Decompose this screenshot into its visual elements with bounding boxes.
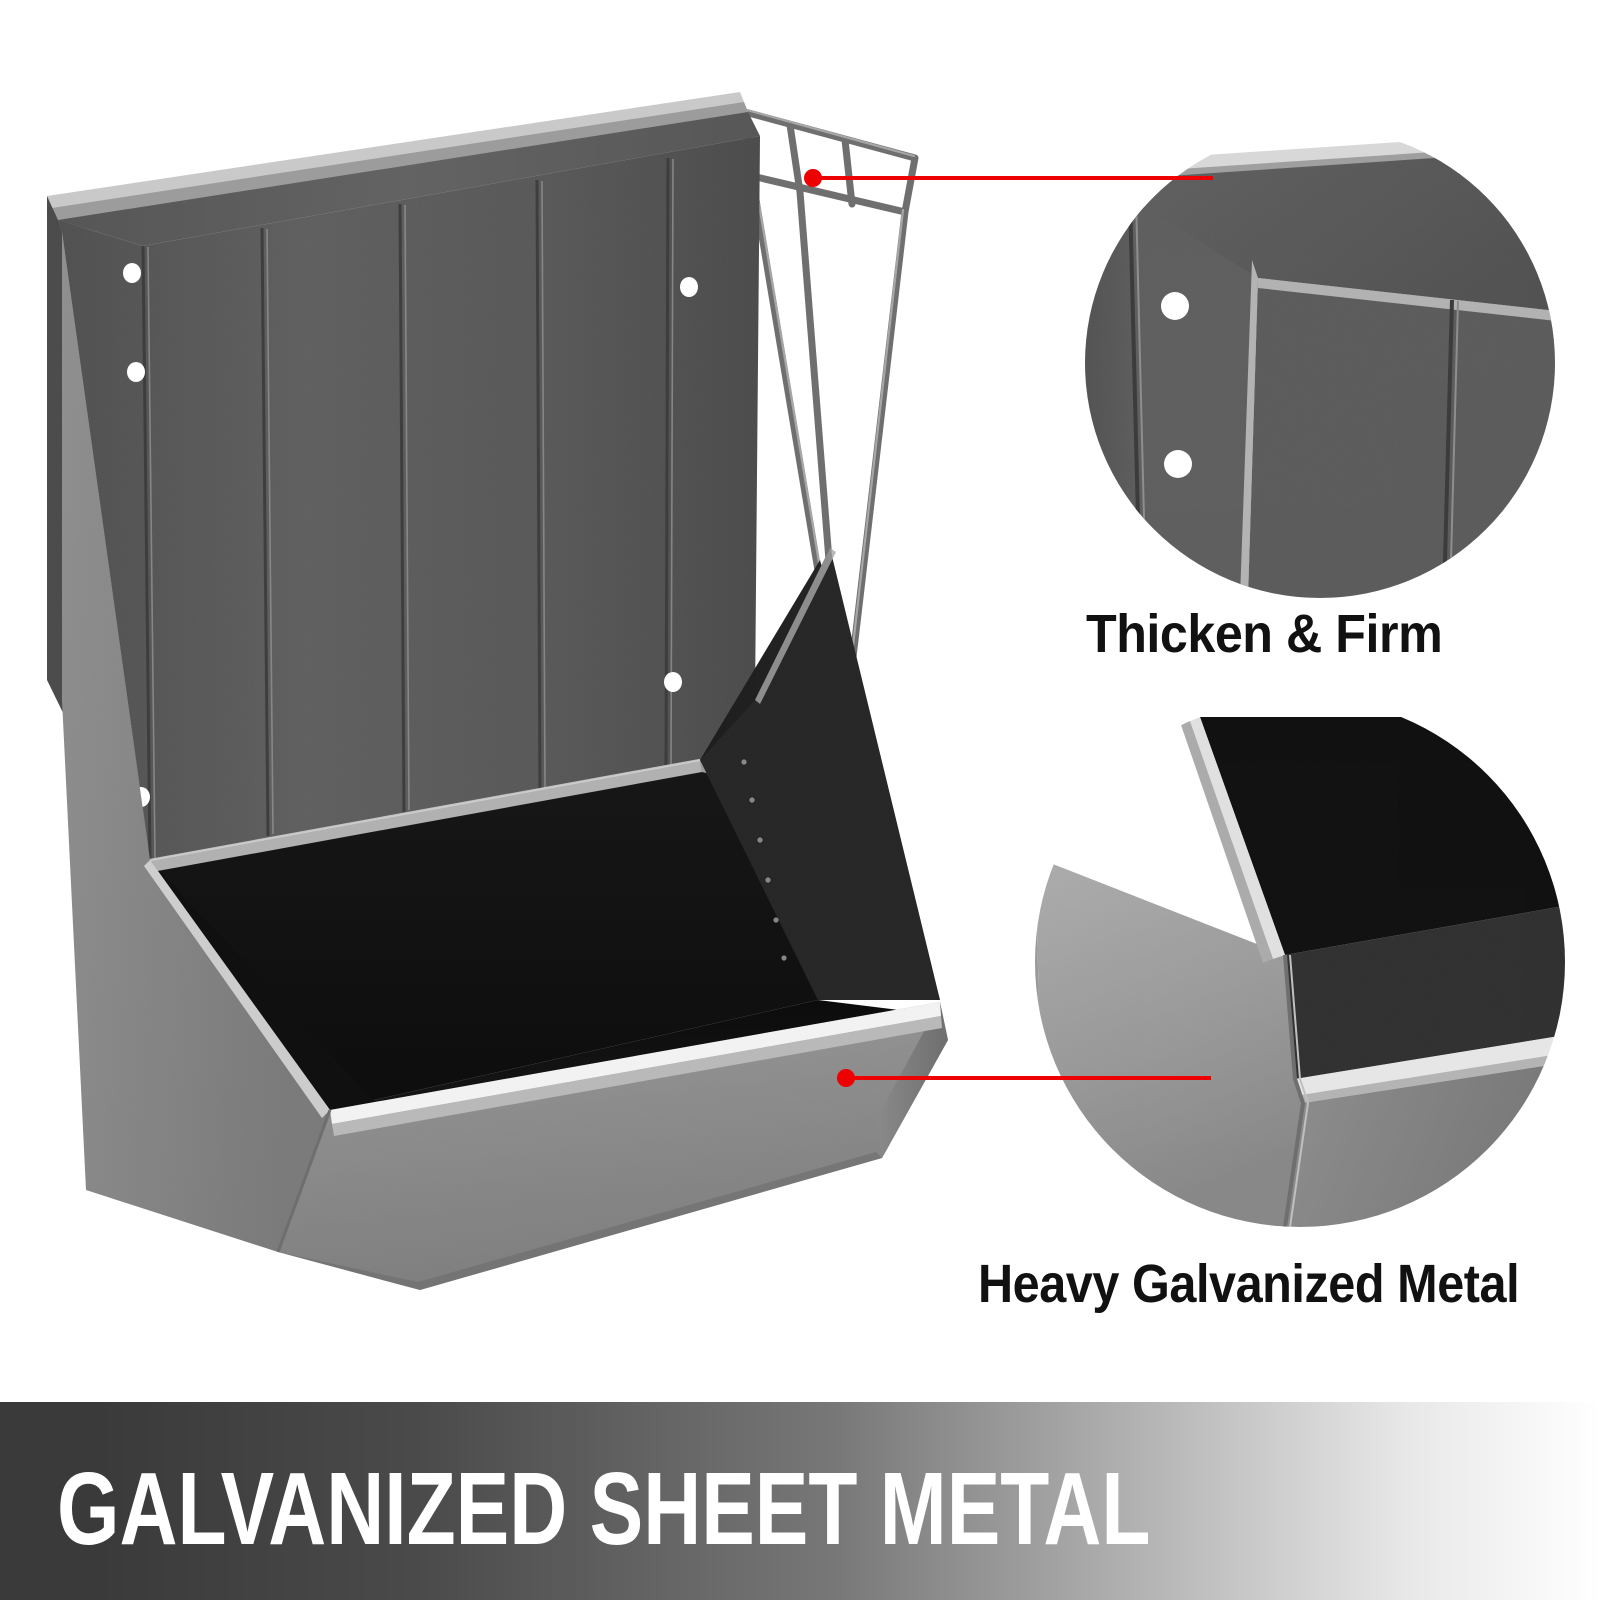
mounting-hole [1164,450,1192,478]
product-illustration [47,92,948,1290]
trough-exterior [62,232,948,1290]
mounting-hole [664,672,682,692]
leader-line [813,176,1213,180]
back-panel-ribs-highlight [147,158,674,859]
mounting-hole [1161,292,1189,320]
detail-inset-heavy-galvanized-metal [985,697,1600,1227]
leader-line [846,1076,1211,1080]
back-panel-ribs [141,157,670,861]
bottom-banner: GALVANIZED SHEET METAL [0,1402,1600,1600]
detail-inset-thicken-firm [1020,128,1600,598]
rivets [741,759,787,961]
callout-leader-heavy-metal [837,1069,1211,1087]
trough-right-panel [700,548,940,1000]
banner-title: GALVANIZED SHEET METAL [57,1451,1151,1566]
callout-label-heavy-galvanized-metal: Heavy Galvanized Metal [978,1254,1520,1314]
mounting-hole [127,362,145,382]
leader-dot [804,169,822,187]
mounting-hole [680,277,698,297]
callout-label-thicken-firm: Thicken & Firm [1086,604,1443,664]
panel-seam [149,758,701,862]
callout-leader-thicken [804,169,1213,187]
leader-dot [837,1069,855,1087]
mounting-hole [123,263,141,283]
